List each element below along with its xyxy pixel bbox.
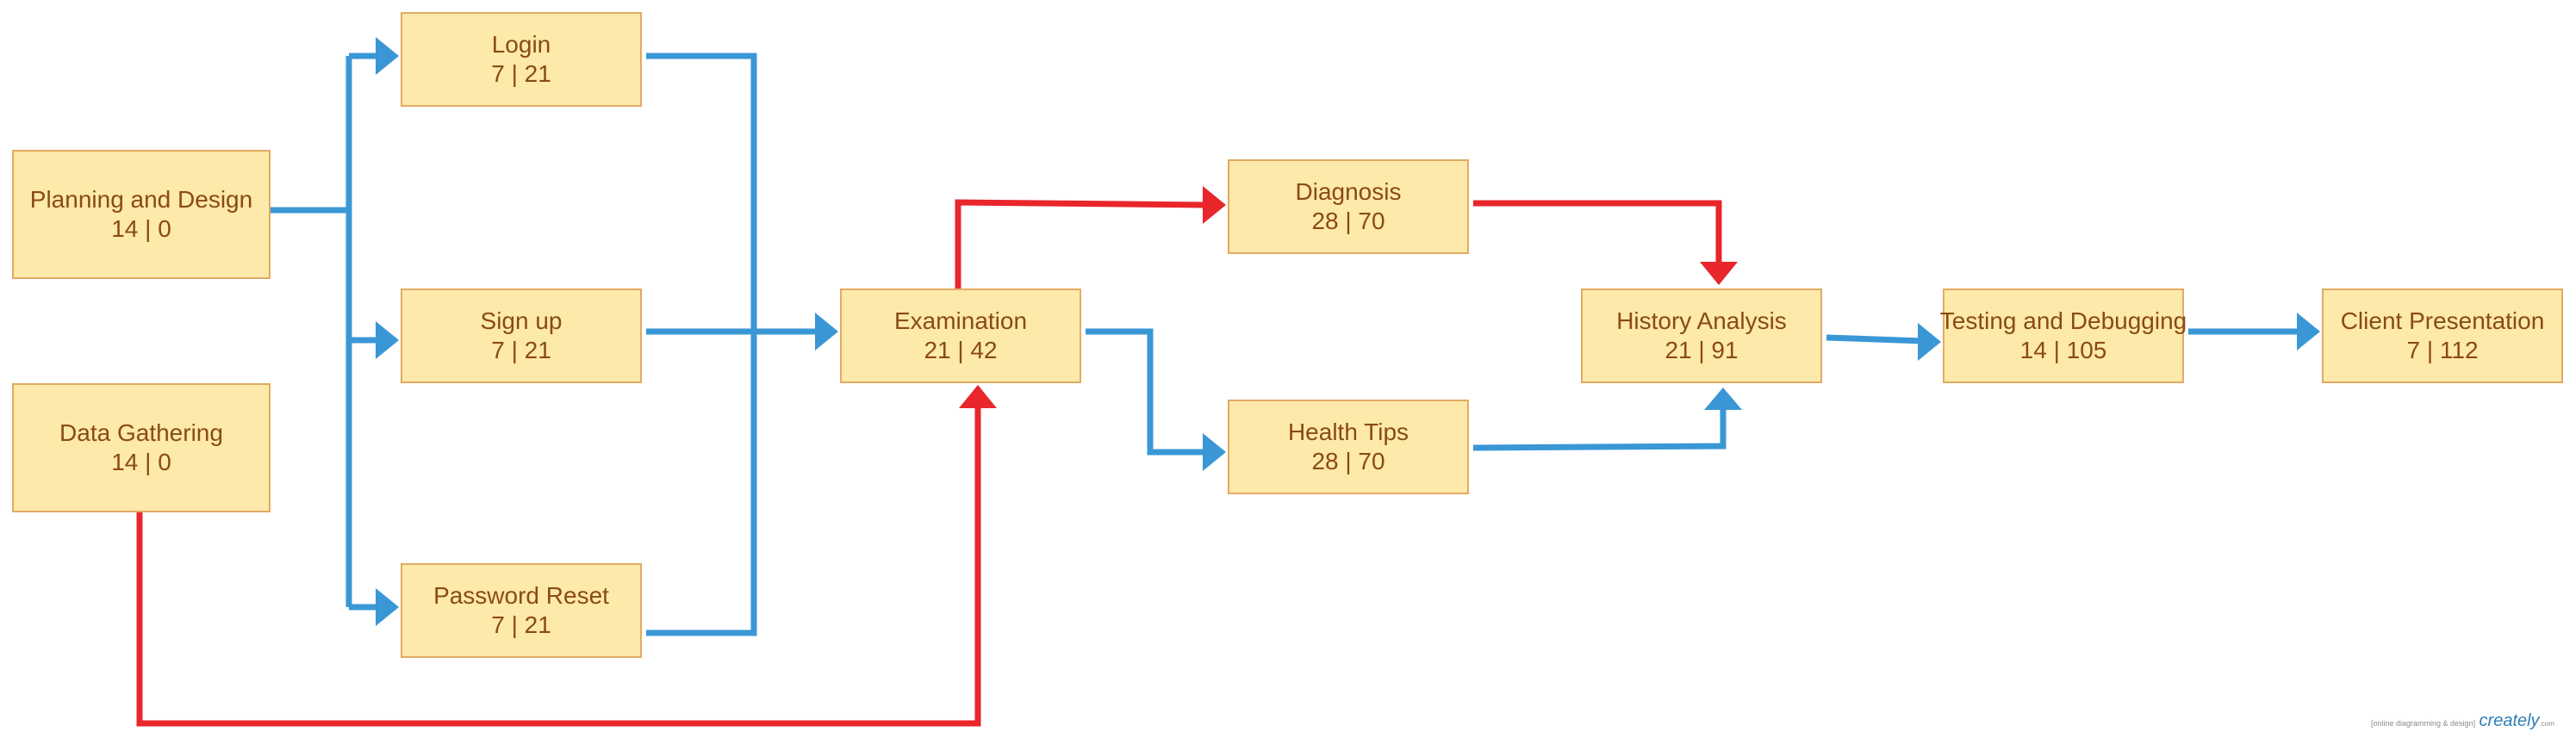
node-login-value: 7 | 21 [491,60,551,87]
arrowhead-password-reset [376,588,399,626]
node-diagnosis: Diagnosis 28 | 70 [1228,159,1469,254]
edge-history-to-testing [1826,334,1924,344]
arrowhead-login [376,37,399,75]
arrowhead-history-bottom [1704,388,1742,410]
node-history-value: 21 | 91 [1664,337,1739,363]
node-client-title: Client Presentation [2340,307,2545,334]
node-examination: Examination 21 | 42 [840,288,1081,383]
watermark-tagline: [online diagramming & design] [2371,719,2476,728]
node-client-presentation: Client Presentation 7 | 112 [2322,288,2563,383]
creately-watermark: [online diagramming & design] creately.c… [2371,711,2554,731]
node-testing-value: 14 | 105 [2019,337,2107,363]
node-planning-and-design: Planning and Design 14 | 0 [12,150,271,279]
arrowhead-exam-bottom [959,385,997,408]
node-password-reset-value: 7 | 21 [491,611,551,638]
node-password-reset: Password Reset 7 | 21 [401,563,642,658]
node-signup-value: 7 | 21 [491,337,551,363]
node-diagnosis-value: 28 | 70 [1311,208,1385,234]
node-health-tips-value: 28 | 70 [1311,448,1385,474]
edge-data-to-exam [136,405,981,727]
edge-exam-to-health [1086,328,1208,456]
edge-health-to-history [1472,409,1727,451]
node-examination-title: Examination [893,307,1028,334]
node-password-reset-title: Password Reset [433,582,609,609]
node-planning-title: Planning and Design [29,186,253,213]
node-sign-up: Sign up 7 | 21 [401,288,642,383]
edge-exam-to-diagnosis [955,199,1209,288]
node-history-title: History Analysis [1616,307,1787,334]
node-signup-title: Sign up [480,307,563,334]
node-testing-title: Testing and Debugging [1939,307,2187,334]
node-client-value: 7 | 112 [2406,337,2479,363]
edge-login-out [646,53,757,636]
node-diagnosis-title: Diagnosis [1295,178,1402,205]
arrowhead-diagnosis [1203,186,1226,224]
arrowhead-testing [1918,323,1941,361]
node-testing-and-debugging: Testing and Debugging 14 | 105 [1939,288,2187,383]
arrowhead-history-top [1700,262,1738,285]
node-login-title: Login [491,31,551,58]
watermark-domain: .com [2539,720,2554,728]
arrowhead-health [1203,433,1226,471]
node-data-gathering-value: 14 | 0 [111,449,171,475]
node-login: Login 7 | 21 [401,12,642,107]
node-health-tips-title: Health Tips [1287,419,1409,445]
arrowhead-client [2297,313,2320,350]
node-data-gathering-title: Data Gathering [59,419,223,446]
node-examination-value: 21 | 42 [924,337,998,363]
node-planning-value: 14 | 0 [111,215,171,242]
watermark-brand: creately [2479,711,2540,730]
node-data-gathering: Data Gathering 14 | 0 [12,383,271,512]
node-health-tips: Health Tips 28 | 70 [1228,400,1469,494]
edge-diagnosis-to-history [1473,200,1722,263]
arrowhead-exam [815,313,838,350]
node-history-analysis: History Analysis 21 | 91 [1581,288,1822,383]
arrowhead-signup [376,321,399,359]
